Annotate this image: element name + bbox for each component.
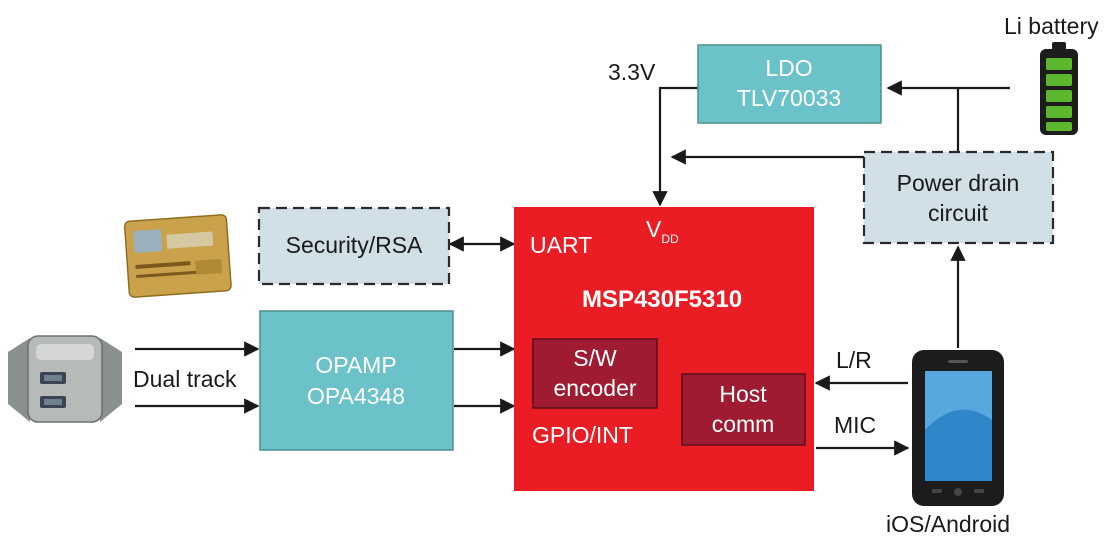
dual-track-label: Dual track bbox=[133, 366, 237, 392]
host-comm-label: Host bbox=[719, 381, 767, 407]
lr-label: L/R bbox=[836, 347, 872, 373]
host-comm-label-2: comm bbox=[712, 411, 775, 437]
host-comm-block: Host comm bbox=[681, 373, 806, 446]
credit-card-icon bbox=[123, 214, 232, 298]
ldo-label: LDO bbox=[765, 55, 812, 81]
smartphone-icon bbox=[912, 350, 1004, 506]
connections bbox=[135, 80, 1010, 456]
vdd-label: VDD bbox=[646, 216, 679, 246]
power-drain-label-2: circuit bbox=[928, 200, 989, 226]
security-block: Security/RSA bbox=[257, 206, 451, 286]
li-battery-label: Li battery bbox=[1004, 13, 1099, 39]
mcu-block: UART VDD MSP430F5310 GPIO/INT S/W encode… bbox=[514, 207, 814, 491]
security-label: Security/RSA bbox=[286, 232, 423, 258]
mic-label: MIC bbox=[834, 412, 876, 438]
opamp-part-label: OPA4348 bbox=[307, 383, 405, 409]
power-drain-label: Power drain bbox=[897, 170, 1020, 196]
gpio-label: GPIO/INT bbox=[532, 422, 633, 448]
ldo-part-label: TLV70033 bbox=[737, 85, 841, 111]
magnetic-head-icon bbox=[8, 335, 122, 423]
voltage-label: 3.3V bbox=[608, 59, 656, 85]
opamp-label: OPAMP bbox=[315, 352, 396, 378]
ldo-block: LDO TLV70033 bbox=[697, 44, 882, 124]
battery-icon bbox=[1040, 42, 1078, 135]
opamp-block: OPAMP OPA4348 bbox=[259, 310, 454, 451]
os-label: iOS/Android bbox=[886, 511, 1010, 537]
sw-encoder-label: S/W bbox=[573, 345, 617, 371]
uart-label: UART bbox=[530, 232, 592, 258]
sw-encoder-block: S/W encoder bbox=[532, 338, 658, 409]
mcu-title: MSP430F5310 bbox=[582, 286, 742, 313]
power-drain-block: Power drain circuit bbox=[862, 150, 1055, 245]
sw-encoder-label-2: encoder bbox=[553, 375, 636, 401]
